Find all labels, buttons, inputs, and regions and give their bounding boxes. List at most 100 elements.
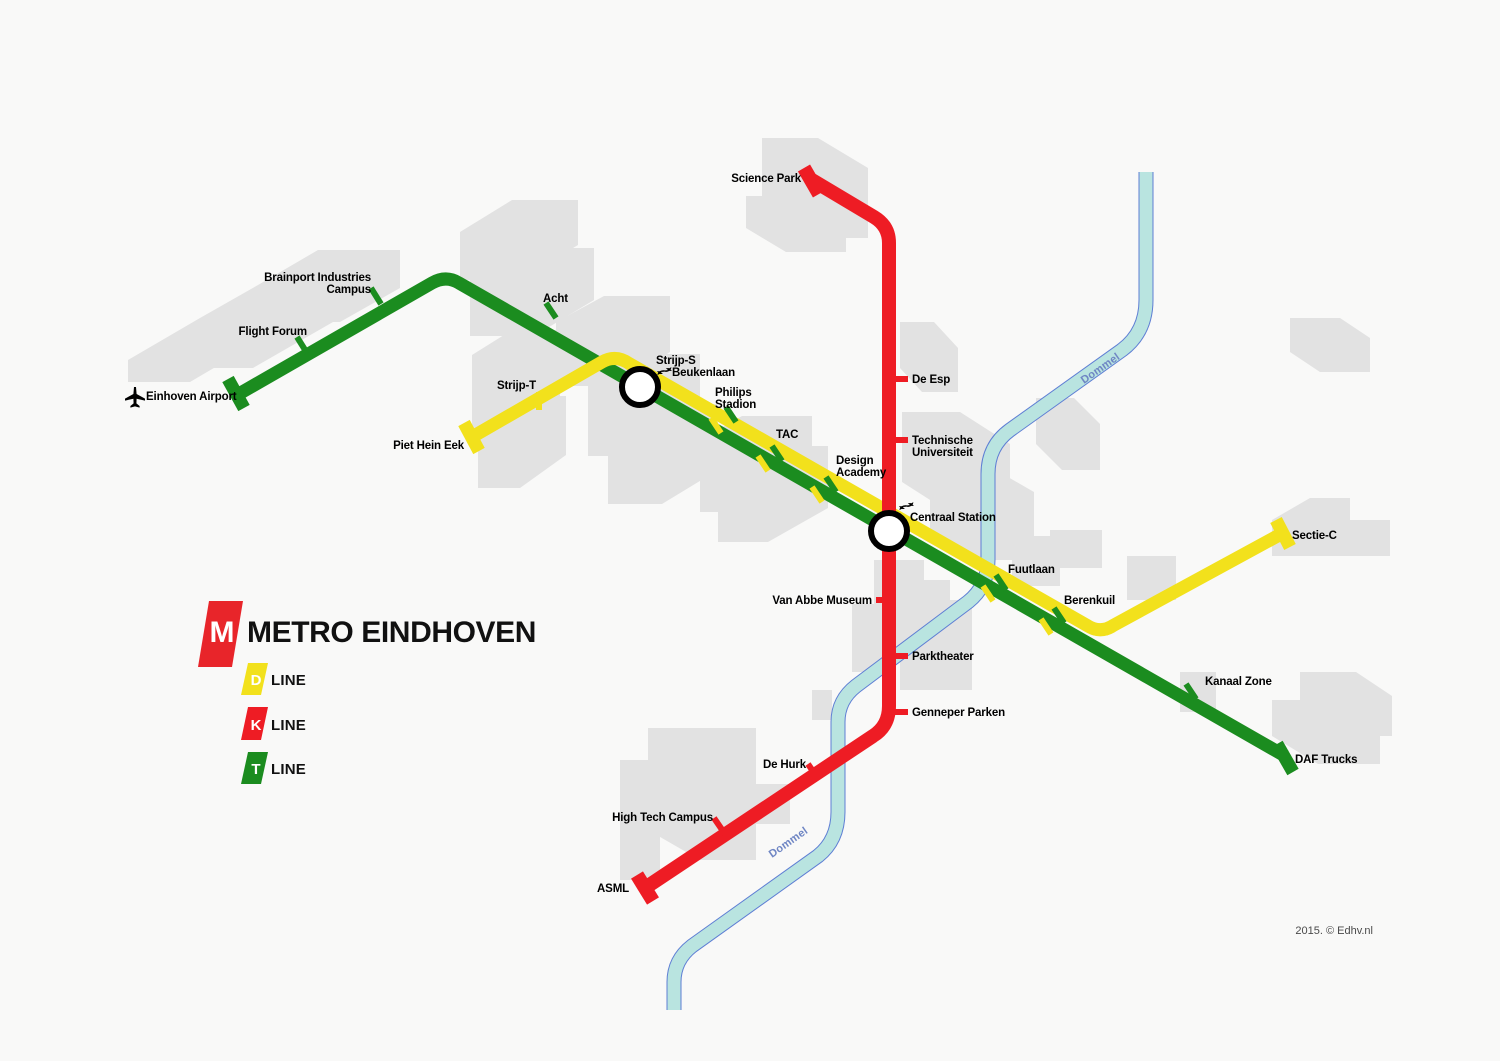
station-label-beukenlaan: Beukenlaan [672, 367, 735, 379]
building-block [1036, 398, 1100, 470]
legend-badge-letter-t: T [251, 761, 260, 778]
building-block [746, 196, 846, 252]
line-d-terminus-piet-hein-eek [458, 419, 485, 455]
ns-rail-icon [898, 502, 914, 511]
tick-design-academy-d [809, 485, 825, 504]
line-d-terminus-sectie-c [1270, 517, 1296, 550]
station-label-kanaal-zone: Kanaal Zone [1205, 676, 1272, 688]
tick-brainport [368, 286, 384, 306]
tick-flight-forum [294, 335, 310, 355]
airplane-icon [125, 387, 145, 408]
line-t-terminus-daf [1271, 740, 1299, 776]
building-block [1050, 530, 1102, 568]
tick-de-hurk [805, 762, 822, 782]
line-d-route[interactable] [458, 352, 1296, 637]
station-label-berenkuil: Berenkuil [1064, 595, 1115, 607]
station-label-fuutlaan: Fuutlaan [1008, 564, 1055, 576]
map-legend: M METRO EINDHOVEN D LINE K LINE T LINE [198, 601, 536, 784]
tick-berenkuil-d [1038, 617, 1054, 636]
line-d-path[interactable] [468, 352, 1287, 637]
building-block [1300, 672, 1392, 736]
interchange-rings-layer[interactable] [619, 366, 910, 552]
tick-high-tech-campus [711, 816, 728, 836]
line-k-terminus-asml [631, 871, 659, 905]
station-label-daf-trucks: DAF Trucks [1295, 754, 1357, 766]
station-label-de-esp: De Esp [912, 374, 950, 386]
station-label-science-park: Science Park [731, 173, 802, 185]
dommel-river-fill [667, 172, 1153, 1010]
station-label-asml: ASML [597, 883, 629, 895]
legend-brand-badge [198, 601, 243, 667]
station-label-strijp-t: Strijp-T [497, 380, 536, 392]
legend-label-d: LINE [271, 672, 306, 689]
legend-brand-letter: M [210, 616, 235, 649]
station-label-piet-hein-eek: Piet Hein Eek [393, 440, 465, 452]
station-label-brainport-line2: Campus [327, 284, 371, 296]
tick-philips-stadion-d [708, 416, 724, 435]
line-t-terminus-airport [222, 375, 250, 412]
station-label-tac: TAC [776, 429, 798, 441]
station-label-high-tech-campus: High Tech Campus [612, 812, 713, 824]
station-label-sectie-c: Sectie-C [1292, 530, 1337, 542]
station-label-design-line2: Academy [836, 467, 887, 479]
station-label-tu-line1: Technische [912, 435, 973, 447]
legend-badge-letter-k: K [251, 717, 262, 734]
station-label-strijp-s: Strijp-S [656, 355, 696, 367]
tick-kanaal-zone [1183, 682, 1199, 701]
station-label-genneper-parken: Genneper Parken [912, 707, 1005, 719]
tick-fuutlaan-t [993, 573, 1009, 592]
station-ticks-layer [294, 286, 1199, 836]
station-label-centraal-station: Centraal Station [910, 512, 996, 524]
building-block [812, 690, 832, 720]
copyright-credit: 2015. © Edhv.nl [1295, 925, 1373, 937]
legend-label-k: LINE [271, 717, 306, 734]
building-block [1127, 556, 1176, 600]
ns-rail-icon [656, 367, 672, 376]
building-block [718, 446, 828, 542]
tick-berenkuil-t [1051, 606, 1067, 625]
building-block [1272, 498, 1390, 556]
strijp-s-interchange[interactable] [619, 366, 661, 408]
legend-title: METRO EINDHOVEN [247, 616, 536, 649]
building-block [1290, 318, 1370, 372]
building-block [900, 322, 958, 392]
line-k-path[interactable] [641, 173, 896, 894]
station-label-parktheater: Parktheater [912, 651, 974, 663]
legend-badge-k [241, 707, 268, 740]
station-label-de-hurk: De Hurk [763, 759, 807, 771]
tick-tac-d [755, 454, 771, 473]
building-block [620, 760, 660, 880]
legend-badge-d [241, 663, 268, 695]
tick-design-academy-t [823, 475, 839, 494]
station-label-brainport-line1: Brainport Industries [264, 272, 371, 284]
legend-row-d[interactable]: D LINE [241, 663, 306, 695]
tick-fuutlaan-d [980, 584, 996, 603]
building-block [608, 404, 718, 504]
station-label-einhoven-airport: Einhoven Airport [146, 391, 237, 403]
legend-row-t[interactable]: T LINE [241, 752, 306, 784]
station-label-philips-line1: Philips [715, 387, 752, 399]
station-label-acht: Acht [543, 293, 568, 305]
building-block [648, 728, 790, 860]
station-label-van-abbe-museum: Van Abbe Museum [772, 595, 872, 607]
tick-acht [543, 301, 559, 320]
legend-badge-letter-d: D [251, 672, 262, 689]
line-k-terminus-science-park [797, 164, 826, 198]
legend-badge-t [241, 752, 268, 784]
building-block [1012, 536, 1060, 586]
legend-label-t: LINE [271, 761, 306, 778]
station-label-design-line1: Design [836, 455, 874, 467]
centraal-interchange[interactable] [868, 510, 910, 552]
line-t-path[interactable] [233, 272, 1289, 762]
legend-row-k[interactable]: K LINE [241, 707, 306, 740]
tick-philips-stadion-t [723, 405, 739, 424]
station-label-philips-line2: Stadion [715, 399, 756, 411]
station-label-tu-line2: Universiteit [912, 447, 973, 459]
line-k-route[interactable] [631, 164, 896, 905]
station-label-flight-forum: Flight Forum [239, 326, 307, 338]
line-t-route[interactable] [222, 272, 1299, 776]
building-block [900, 600, 972, 690]
station-labels-layer: Einhoven Airport Flight Forum Brainport … [125, 173, 1358, 895]
